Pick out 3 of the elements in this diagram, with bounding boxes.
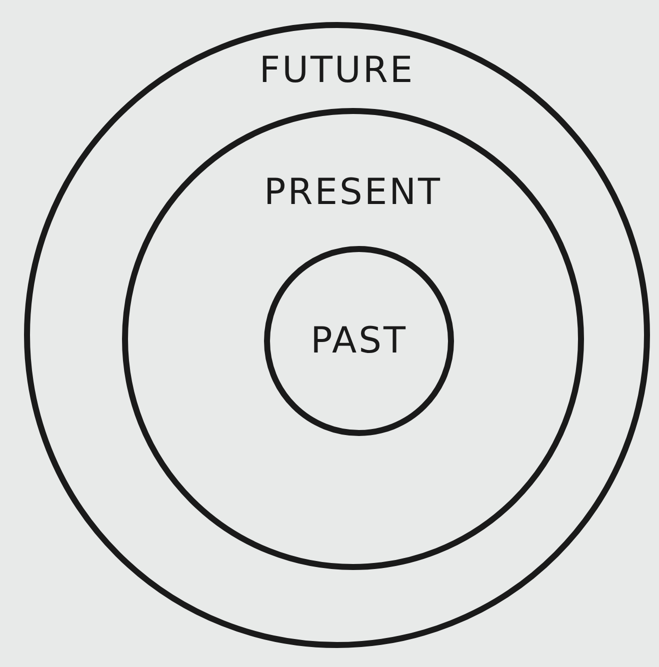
ring-label: PAST <box>310 320 408 362</box>
ring-label: FUTURE <box>259 50 415 91</box>
ring-label: PRESENT <box>264 172 442 213</box>
